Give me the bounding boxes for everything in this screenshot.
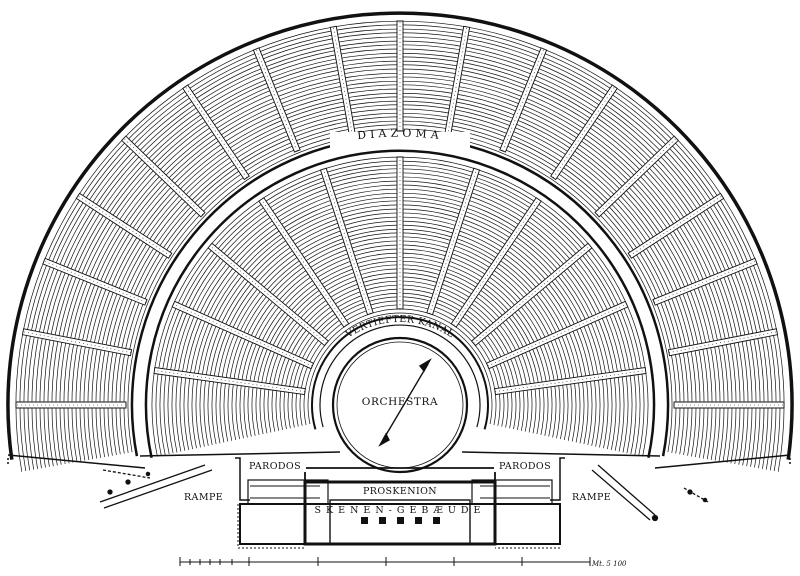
stairway <box>667 328 779 357</box>
scale-unit-label: Mt. 5 100 <box>591 560 627 568</box>
proskenion-label: PROSKENION <box>363 486 437 497</box>
stage-building <box>235 457 565 549</box>
outer-wall <box>6 11 794 460</box>
stairway <box>75 192 173 259</box>
radial-stairways <box>15 20 785 409</box>
stairway <box>627 192 725 259</box>
stairway <box>499 47 548 153</box>
stair-steps <box>495 370 646 392</box>
stairway <box>673 401 785 409</box>
stair-steps <box>173 303 313 367</box>
stairway <box>21 328 133 357</box>
stair-steps <box>209 245 327 344</box>
canal-outer-edge <box>311 316 489 430</box>
stair-steps <box>323 169 371 314</box>
stairway <box>121 135 206 218</box>
parodos-right-bg <box>494 458 556 472</box>
rampe-left-label: RAMPE <box>184 492 223 503</box>
diazoma-walkway-inner <box>144 149 656 459</box>
canal-inner-edge <box>319 324 481 428</box>
cavea-ends <box>7 451 791 469</box>
stairway <box>594 135 679 218</box>
scale-bar <box>179 557 591 566</box>
parodos-right-label: PARODOS <box>499 461 551 472</box>
stairway <box>652 257 758 306</box>
stairway <box>396 20 404 132</box>
stairway <box>450 197 542 328</box>
stair-steps <box>487 303 627 367</box>
stair-steps <box>473 245 591 344</box>
orchestra-label: ORCHESTRA <box>362 396 438 408</box>
stair-steps <box>154 370 305 392</box>
diazoma-label: DIAZOMA <box>356 127 443 143</box>
orchestra-arrow <box>378 358 432 447</box>
diazoma-label-bg <box>330 132 470 148</box>
stairway <box>329 25 356 137</box>
skenengebaeude-label: SKENEN-GEBÆUDE <box>315 505 486 516</box>
orchestra-circle <box>331 336 469 474</box>
stairway <box>182 84 250 181</box>
stair-steps <box>429 169 477 314</box>
stairway <box>15 401 127 409</box>
parodos-left-label: PARODOS <box>249 461 301 472</box>
rampe-right-label: RAMPE <box>572 492 611 503</box>
stage-columns <box>361 517 440 524</box>
ramp-left <box>99 464 213 509</box>
parodos-left-bg <box>244 458 306 472</box>
stairway <box>550 84 618 181</box>
seat-row <box>307 312 493 425</box>
stairway <box>444 25 471 137</box>
stairway <box>252 47 301 153</box>
stair-steps <box>261 199 347 326</box>
ramp-right <box>591 464 709 522</box>
stairway <box>42 257 148 306</box>
